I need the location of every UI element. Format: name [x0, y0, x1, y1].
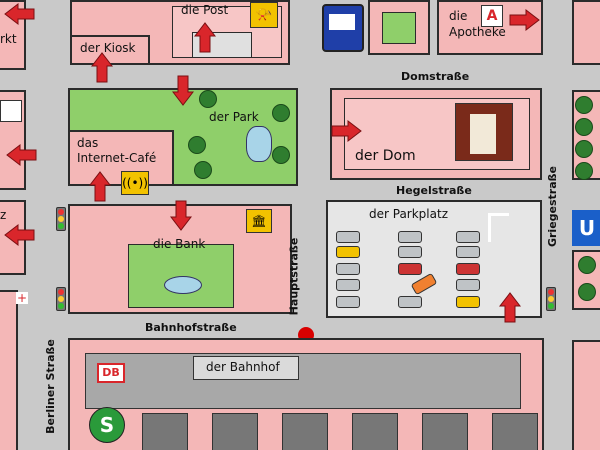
sbahn-letter: S — [99, 413, 115, 437]
block-top-right-edge — [572, 0, 600, 65]
place-label-parkplatz: der Parkplatz — [369, 207, 448, 221]
bahnhof-roof — [85, 353, 521, 409]
db-logo: DB — [97, 363, 125, 383]
rail-track-1 — [142, 413, 188, 450]
block-left-mid-2: z — [0, 200, 26, 275]
bahnhof-name-plate — [193, 356, 299, 380]
place-label-internet-cafe-line1: das — [77, 136, 99, 150]
place-label-apotheke-line1: die — [449, 9, 468, 23]
block-left-bottom — [0, 290, 18, 450]
sbahn-icon: S — [89, 407, 125, 443]
block-top-left-edge: rkt — [0, 0, 26, 70]
bank-pond — [164, 276, 202, 294]
place-label-internet-cafe-line2: Internet-Café — [77, 151, 157, 165]
traffic-light-left-2 — [56, 287, 66, 311]
post-horn-icon: 📯 — [250, 2, 278, 28]
rail-track-3 — [282, 413, 328, 450]
block-top-middle-right — [368, 0, 430, 55]
place-label-post: die Post — [181, 3, 229, 17]
place-label-apotheke-line2: Apotheke — [449, 25, 506, 39]
street-domstrasse: Domstraße — [401, 70, 470, 83]
db-text: DB — [102, 366, 120, 379]
turn-left-arrow — [488, 213, 509, 242]
street-bahnhofstrasse: Bahnhofstraße — [145, 321, 237, 334]
cathedral-icon — [455, 103, 513, 161]
ubahn-icon: U — [572, 210, 600, 246]
place-label-bahnhof: der Bahnhof — [206, 360, 280, 374]
ubahn-letter: U — [578, 216, 596, 240]
pharmacy-letter: A — [486, 8, 498, 24]
traffic-light-right — [546, 287, 556, 311]
street-hauptstrasse: Hauptstraße — [287, 237, 301, 316]
first-aid-icon: + — [16, 291, 28, 305]
place-label-park: der Park — [209, 110, 259, 124]
wifi-icon: ((•)) — [121, 171, 149, 195]
block-internet-cafe — [68, 130, 174, 186]
pharmacy-icon: A — [481, 5, 503, 27]
street-griegestrasse: Griegestraße — [546, 165, 560, 248]
rail-track-6 — [492, 413, 538, 450]
rail-track-5 — [422, 413, 468, 450]
bank-icon: 🏛 — [246, 209, 272, 233]
rail-track-4 — [352, 413, 398, 450]
bus-icon — [322, 4, 364, 52]
place-label-markt-fragment: rkt — [0, 32, 17, 46]
street-berliner-strasse: Berliner Straße — [43, 339, 57, 434]
pond — [246, 126, 272, 162]
place-label-bank: die Bank — [153, 237, 206, 251]
envelope-icon — [0, 100, 22, 122]
place-label-kiosk: der Kiosk — [80, 41, 136, 55]
place-label-dom: der Dom — [355, 148, 416, 164]
place-label-z-fragment: z — [0, 208, 7, 222]
block-right-bottom — [572, 340, 600, 450]
street-hegelstrasse: Hegelstraße — [396, 184, 472, 197]
traffic-light-left-1 — [56, 207, 66, 231]
rail-track-2 — [212, 413, 258, 450]
